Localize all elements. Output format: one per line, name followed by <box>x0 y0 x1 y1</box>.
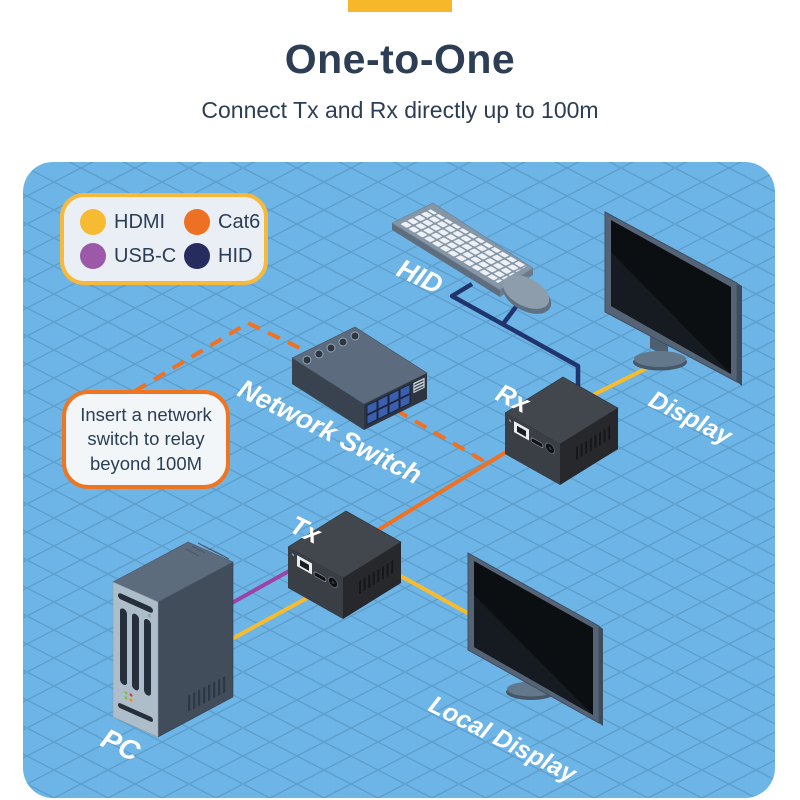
legend-item-cat6: Cat6 <box>184 209 260 235</box>
hdmi-color-dot-icon <box>80 209 106 235</box>
legend-item-usbc: USB-C <box>80 243 184 269</box>
pc-tower-illustration <box>112 541 234 738</box>
relay-callout: Insert a network switch to relay beyond … <box>62 390 230 489</box>
usbc-cable-pc-tx <box>229 564 299 606</box>
legend-label: Cat6 <box>218 210 261 233</box>
accent-tab <box>348 0 452 12</box>
hid-color-dot-icon <box>184 243 210 269</box>
relay-dashed-cable-left <box>133 321 311 393</box>
local-display-illustration <box>467 552 603 726</box>
legend: HDMI Cat6 USB-C HID <box>60 193 268 285</box>
hid-cable-keyboard-rx <box>449 282 581 395</box>
network-switch-illustration <box>291 326 428 430</box>
display-illustration <box>604 211 742 386</box>
relay-dashed-cable-right <box>394 408 489 465</box>
legend-label: HDMI <box>114 210 166 233</box>
mouse-illustration <box>502 275 552 314</box>
hdmi-cable-pc-tx <box>229 590 319 642</box>
legend-label: HID <box>218 244 253 267</box>
page-subtitle: Connect Tx and Rx directly up to 100m <box>201 97 599 123</box>
relay-callout-text: Insert a network switch to relay beyond … <box>80 403 212 474</box>
cat6-color-dot-icon <box>184 209 210 235</box>
legend-item-hid: HID <box>184 243 260 269</box>
cat6-cable-tx-rx <box>376 444 518 532</box>
hdmi-cable-tx-localdisplay <box>389 568 481 622</box>
legend-label: USB-C <box>114 244 177 267</box>
page-title: One-to-One <box>284 36 516 82</box>
legend-item-hdmi: HDMI <box>80 209 184 235</box>
usbc-color-dot-icon <box>80 243 106 269</box>
keyboard-illustration <box>391 202 534 297</box>
